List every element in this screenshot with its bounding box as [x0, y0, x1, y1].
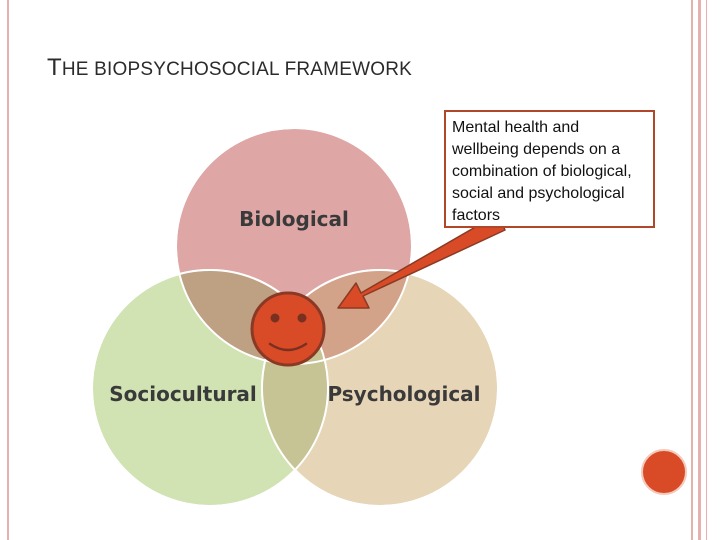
sociocultural-label: Sociocultural: [109, 382, 257, 406]
sociocultural-outline: [91, 269, 329, 507]
smiley-face-icon: [250, 291, 326, 367]
psychological-outline: [261, 269, 499, 507]
slide-title: THE BIOPSYCHOSOCIAL FRAMEWORK: [47, 54, 412, 82]
decorative-dot: [641, 449, 687, 495]
slide-frame-left: [0, 0, 9, 540]
title-first-letter: T: [47, 54, 62, 81]
slide-frame-right: [690, 0, 720, 540]
biological-label: Biological: [239, 207, 349, 231]
title-rest: HE BIOPSYCHOSOCIAL FRAMEWORK: [61, 59, 412, 80]
psychological-label: Psychological: [327, 382, 480, 406]
callout-box: Mental health and wellbeing depends on a…: [444, 110, 655, 228]
callout-arrow: [337, 213, 506, 309]
